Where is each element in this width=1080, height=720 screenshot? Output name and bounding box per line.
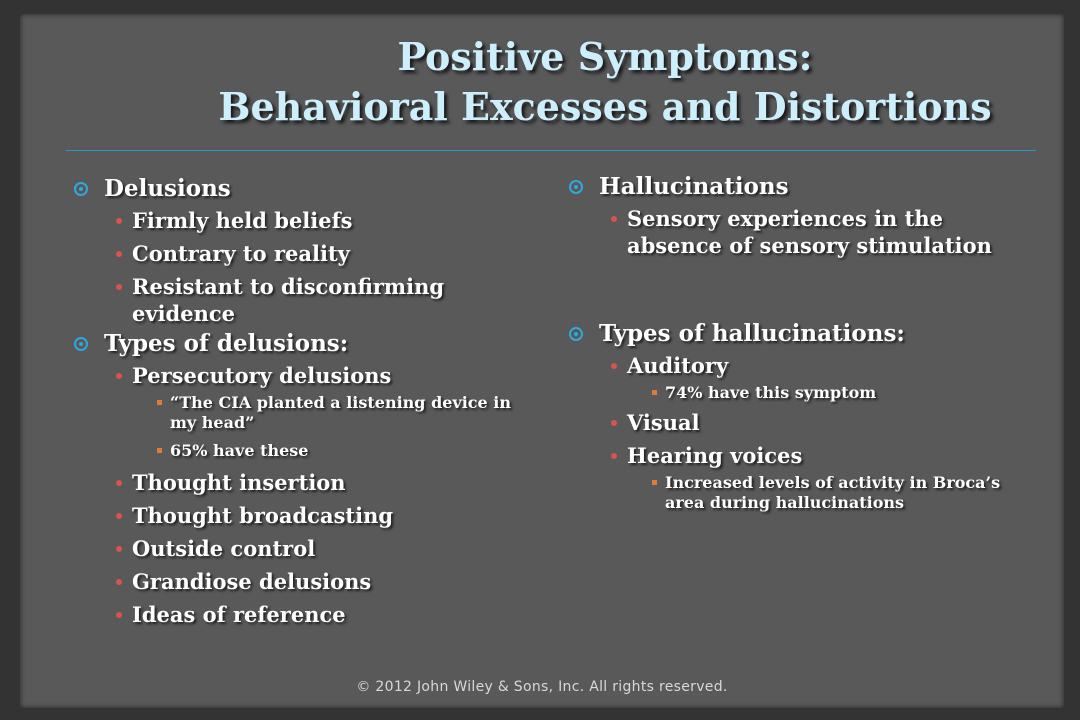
slide-title: Positive Symptoms: Behavioral Excesses a… bbox=[160, 32, 1050, 132]
bullet-text: Sensory experiences in the absence of se… bbox=[627, 206, 992, 258]
sub-bullet: Thought broadcasting bbox=[70, 502, 540, 529]
title-divider bbox=[66, 150, 1036, 151]
sub-bullet: Persecutory delusions bbox=[70, 362, 540, 389]
sub-bullet: Grandiose delusions bbox=[70, 568, 540, 595]
bullet-text: Types of delusions: bbox=[104, 330, 349, 357]
bullet-icon bbox=[157, 400, 162, 405]
bullet-types-of-delusions: Types of delusions: bbox=[70, 329, 540, 358]
bullet-types-of-hallucinations: Types of hallucinations: bbox=[565, 319, 1025, 348]
bullet-icon bbox=[116, 480, 122, 486]
sub-bullet: Hearing voices bbox=[565, 442, 1025, 469]
bullet-text: Resistant to disconfirming evidence bbox=[132, 274, 445, 326]
sub-bullet: Thought insertion bbox=[70, 469, 540, 496]
sub-bullet: Sensory experiences in the absence of se… bbox=[565, 205, 1025, 259]
bullet-text: Thought broadcasting bbox=[132, 503, 394, 528]
bullet-icon bbox=[74, 337, 88, 351]
sub-bullet: Contrary to reality bbox=[70, 240, 540, 267]
bullet-icon bbox=[569, 327, 583, 341]
bullet-text: Delusions bbox=[104, 175, 231, 202]
bullet-icon bbox=[652, 390, 657, 395]
bullet-text: “The CIA planted a listening device in m… bbox=[170, 393, 512, 432]
bullet-text: Auditory bbox=[627, 353, 729, 378]
sub-sub-bullet: 65% have these bbox=[70, 441, 540, 461]
bullet-icon bbox=[611, 453, 617, 459]
bullet-icon bbox=[116, 251, 122, 257]
bullet-text: Ideas of reference bbox=[132, 602, 346, 627]
sub-sub-bullet: 74% have this symptom bbox=[565, 383, 1025, 403]
left-column: Delusions Firmly held beliefs Contrary t… bbox=[70, 174, 540, 628]
bullet-icon bbox=[611, 420, 617, 426]
title-line-1: Positive Symptoms: bbox=[397, 34, 813, 79]
sub-bullet: Firmly held beliefs bbox=[70, 207, 540, 234]
bullet-icon bbox=[116, 373, 122, 379]
bullet-text: Grandiose delusions bbox=[132, 569, 372, 594]
sub-sub-bullet: “The CIA planted a listening device in m… bbox=[70, 393, 540, 433]
bullet-text: Hearing voices bbox=[627, 443, 803, 468]
bullet-text: 65% have these bbox=[170, 441, 309, 460]
sub-bullet: Ideas of reference bbox=[70, 601, 540, 628]
bullet-text: Increased levels of activity in Broca’s … bbox=[665, 473, 1001, 512]
right-column: Hallucinations Sensory experiences in th… bbox=[565, 172, 1025, 513]
sub-bullet: Outside control bbox=[70, 535, 540, 562]
bullet-text: Visual bbox=[627, 410, 700, 435]
bullet-icon bbox=[157, 448, 162, 453]
bullet-icon bbox=[611, 363, 617, 369]
sub-bullet: Resistant to disconfirming evidence bbox=[70, 273, 540, 327]
bullet-text: Firmly held beliefs bbox=[132, 208, 353, 233]
bullet-icon bbox=[116, 218, 122, 224]
bullet-icon bbox=[116, 513, 122, 519]
bullet-text: Persecutory delusions bbox=[132, 363, 392, 388]
bullet-hallucinations: Hallucinations bbox=[565, 172, 1025, 201]
bullet-text: Types of hallucinations: bbox=[599, 320, 905, 347]
bullet-delusions: Delusions bbox=[70, 174, 540, 203]
bullet-text: Outside control bbox=[132, 536, 316, 561]
bullet-icon bbox=[116, 612, 122, 618]
bullet-text: Contrary to reality bbox=[132, 241, 350, 266]
bullet-text: 74% have this symptom bbox=[665, 383, 877, 402]
bullet-text: Thought insertion bbox=[132, 470, 346, 495]
slide: Positive Symptoms: Behavioral Excesses a… bbox=[20, 14, 1064, 708]
bullet-icon bbox=[74, 182, 88, 196]
sub-bullet: Visual bbox=[565, 409, 1025, 436]
bullet-icon bbox=[611, 216, 617, 222]
sub-bullet: Auditory bbox=[565, 352, 1025, 379]
bullet-icon bbox=[116, 546, 122, 552]
bullet-text: Hallucinations bbox=[599, 173, 789, 200]
copyright-footer: © 2012 John Wiley & Sons, Inc. All right… bbox=[356, 679, 728, 695]
title-line-2: Behavioral Excesses and Distortions bbox=[218, 84, 992, 129]
bullet-icon bbox=[116, 284, 122, 290]
bullet-icon bbox=[652, 480, 657, 485]
bullet-icon bbox=[116, 579, 122, 585]
sub-sub-bullet: Increased levels of activity in Broca’s … bbox=[565, 473, 1025, 513]
bullet-icon bbox=[569, 180, 583, 194]
